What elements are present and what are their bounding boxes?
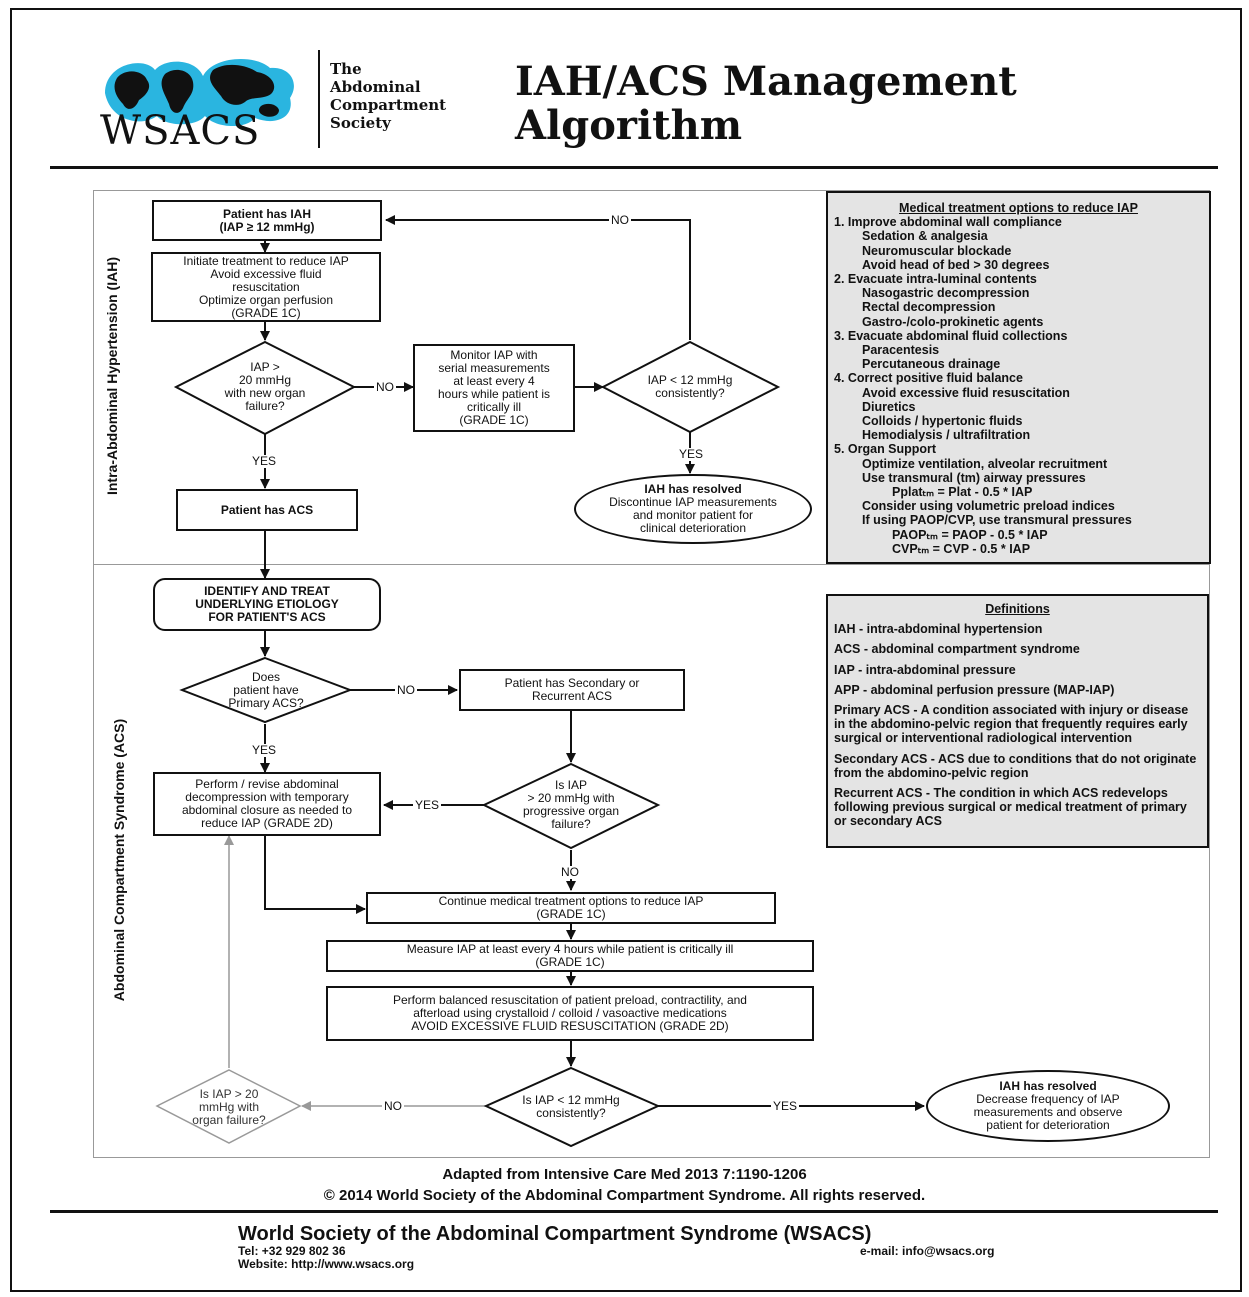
label-yes-iap20: YES bbox=[250, 454, 279, 468]
logo-divider bbox=[318, 50, 320, 148]
medical-option-line: Avoid excessive fluid resuscitation bbox=[862, 385, 1070, 400]
decision-progressive-text: Is IAP > 20 mmHg with progressive organ … bbox=[522, 778, 620, 831]
iah-resolved-top: IAH has resolved Discontinue IAP measure… bbox=[574, 474, 812, 544]
definition-item: Secondary ACS - ACS due to conditions th… bbox=[834, 751, 1197, 780]
section-label-acs: Abdominal Compartment Syndrome (ACS) bbox=[111, 718, 127, 1002]
footer-rule bbox=[50, 1210, 1218, 1213]
society-name: The Abdominal Compartment Society bbox=[330, 60, 447, 132]
decision-primary-text: Does patient have Primary ACS? bbox=[228, 669, 304, 710]
label-yes-iap12-top: YES bbox=[677, 447, 706, 461]
definition-item: IAP - intra-abdominal pressure bbox=[834, 662, 1016, 677]
initiate-treatment-box: Initiate treatment to reduce IAP Avoid e… bbox=[151, 252, 381, 322]
medical-option-line: Gastro-/colo-prokinetic agents bbox=[862, 314, 1044, 329]
label-yes-progressive: YES bbox=[413, 798, 442, 812]
medical-option-line: Neuromuscular blockade bbox=[862, 243, 1012, 258]
citation: Adapted from Intensive Care Med 2013 7:1… bbox=[442, 1166, 807, 1183]
website: Website: http://www.wsacs.org bbox=[238, 1257, 415, 1271]
header-rule bbox=[50, 166, 1218, 169]
perform-decompression-box: Perform / revise abdominal decompression… bbox=[153, 772, 381, 836]
medical-option-line: Hemodialysis / ultrafiltration bbox=[862, 428, 1031, 443]
medical-option-line: Pplatₜₘ = Plat - 0.5 * IAP bbox=[892, 485, 1033, 500]
medical-option-line: PAOPₜₘ = PAOP - 0.5 * IAP bbox=[892, 527, 1048, 542]
label-no-primary: NO bbox=[395, 683, 417, 697]
medical-option-line: Colloids / hypertonic fluids bbox=[862, 414, 1023, 429]
identify-treat-box: IDENTIFY AND TREAT UNDERLYING ETIOLOGY F… bbox=[153, 578, 381, 631]
organization-name: World Society of the Abdominal Compartme… bbox=[238, 1223, 872, 1245]
label-no-bottom: NO bbox=[382, 1099, 404, 1113]
definition-item: Recurrent ACS - The condition in which A… bbox=[834, 786, 1187, 829]
label-no-progressive: NO bbox=[559, 865, 581, 879]
medical-option-line: Use transmural (tm) airway pressures bbox=[862, 470, 1086, 485]
page-title: IAH/ACS Management Algorithm bbox=[515, 58, 1017, 149]
definition-item: APP - abdominal perfusion pressure (MAP-… bbox=[834, 682, 1115, 697]
decision-iap20-text: IAP > 20 mmHg with new organ failure? bbox=[224, 360, 306, 413]
label-no-iap20: NO bbox=[374, 380, 396, 394]
copyright: © 2014 World Society of the Abdominal Co… bbox=[323, 1187, 926, 1204]
definition-item: ACS - abdominal compartment syndrome bbox=[834, 642, 1080, 657]
continue-medical-box: Continue medical treatment options to re… bbox=[366, 892, 776, 924]
section-divider bbox=[93, 564, 1210, 565]
medical-option-line: 1. Improve abdominal wall compliance bbox=[834, 215, 1062, 230]
medical-option-line: Nasogastric decompression bbox=[862, 286, 1030, 301]
label-no-top: NO bbox=[609, 213, 631, 227]
definition-item: IAH - intra-abdominal hypertension bbox=[834, 622, 1043, 637]
balanced-resuscitation-box: Perform balanced resuscitation of patien… bbox=[326, 986, 814, 1041]
definition-item: Primary ACS - A condition associated wit… bbox=[834, 703, 1189, 746]
medical-option-line: CVPₜₘ = CVP - 0.5 * IAP bbox=[892, 541, 1031, 556]
medical-option-line: Avoid head of bed > 30 degrees bbox=[862, 257, 1050, 272]
definitions-panel: Definitions IAH - intra-abdominal hypert… bbox=[826, 594, 1209, 848]
medical-option-line: Diuretics bbox=[862, 399, 916, 414]
decision-faint-text: Is IAP > 20 mmHg with organ failure? bbox=[192, 1086, 266, 1127]
world-map-logo bbox=[105, 58, 294, 127]
medical-option-line: 2. Evacuate intra-luminal contents bbox=[834, 272, 1037, 287]
patient-has-acs-box: Patient has ACS bbox=[176, 489, 358, 531]
label-yes-primary: YES bbox=[250, 743, 279, 757]
label-yes-bottom: YES bbox=[771, 1099, 800, 1113]
secondary-acs-box: Patient has Secondary or Recurrent ACS bbox=[459, 669, 685, 711]
medical-option-line: Optimize ventilation, alveolar recruitme… bbox=[862, 456, 1108, 471]
medical-option-line: 4. Correct positive fluid balance bbox=[834, 371, 1023, 386]
medical-option-line: Paracentesis bbox=[862, 343, 940, 358]
medical-option-line: 5. Organ Support bbox=[834, 442, 937, 457]
medical-option-line: If using PAOP/CVP, use transmural pressu… bbox=[862, 513, 1132, 528]
medical-treatment-panel: Medical treatment options to reduce IAP … bbox=[826, 191, 1211, 564]
medical-option-line: Sedation & analgesia bbox=[862, 229, 988, 244]
medical-panel-heading: Medical treatment options to reduce IAP bbox=[899, 201, 1138, 215]
email: e-mail: info@wsacs.org bbox=[860, 1244, 995, 1258]
measure-iap-box: Measure IAP at least every 4 hours while… bbox=[326, 940, 814, 972]
section-label-iah: Intra-Abdominal Hypertension (IAH) bbox=[104, 257, 120, 496]
iah-resolved-bottom: IAH has resolved Decrease frequency of I… bbox=[926, 1070, 1170, 1142]
patient-has-iah-box: Patient has IAH (IAP ≥ 12 mmHg) bbox=[152, 200, 382, 241]
decision-iap12-top-text: IAP < 12 mmHg consistently? bbox=[647, 373, 733, 400]
medical-option-line: Consider using volumetric preload indice… bbox=[862, 499, 1115, 514]
definitions-heading: Definitions bbox=[985, 602, 1050, 616]
medical-option-line: 3. Evacuate abdominal fluid collections bbox=[834, 328, 1068, 343]
logo-wordmark: WSACS bbox=[100, 108, 261, 154]
page-frame bbox=[10, 8, 1242, 1292]
medical-option-line: Percutaneous drainage bbox=[862, 357, 1001, 372]
telephone: Tel: +32 929 802 36 bbox=[238, 1244, 346, 1258]
decision-iap12-bottom-text: Is IAP < 12 mmHg consistently? bbox=[522, 1093, 620, 1120]
medical-option-line: Rectal decompression bbox=[862, 300, 996, 315]
monitor-iap-box: Monitor IAP with serial measurements at … bbox=[413, 344, 575, 432]
